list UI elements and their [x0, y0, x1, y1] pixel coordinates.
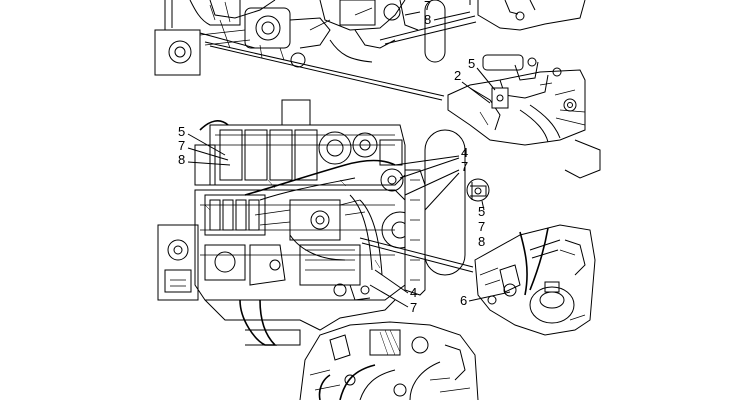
clamp-detail: 5 7 8 [466, 178, 490, 249]
callout-label: 8 [478, 234, 485, 249]
lower-callouts: 4 7 [369, 269, 417, 315]
callout-label: 7 [461, 159, 468, 174]
leader-line [384, 21, 477, 45]
callout-label: 5 [478, 204, 485, 219]
top-engine-view [154, 0, 446, 76]
bracket-detail [447, 0, 601, 179]
callout-label: 7 [478, 219, 485, 234]
leader-line [361, 242, 474, 273]
callout-label: 2 [454, 68, 461, 83]
callout-label: 7 [410, 300, 417, 315]
leader-line [379, 15, 476, 41]
main-right-callouts: 4 7 [394, 145, 468, 211]
callout-label: 7 [424, 0, 431, 13]
bottom-partial-view [299, 321, 479, 400]
callout-label: 7 [178, 138, 185, 153]
callout-label: 4 [461, 145, 468, 160]
callout-label: 5 [468, 56, 475, 71]
leader-line [359, 237, 474, 268]
main-left-callouts: 5 7 8 [178, 124, 231, 167]
callout-label: 8 [178, 152, 185, 167]
top-callout-group: 7 8 [404, 0, 471, 27]
lower-right-detail-callouts: 6 [460, 291, 511, 308]
main-engine-view [157, 99, 466, 346]
callout-label: 4 [410, 285, 417, 300]
callout-label: 5 [178, 124, 185, 139]
top-right-detail [477, 0, 586, 31]
callout-label: 6 [460, 293, 467, 308]
leader-line [204, 41, 445, 97]
lower-right-detail [474, 224, 596, 336]
leader-line [209, 45, 443, 101]
bracket-detail-callouts: 5 2 [454, 56, 496, 104]
callout-label: 8 [424, 12, 431, 27]
